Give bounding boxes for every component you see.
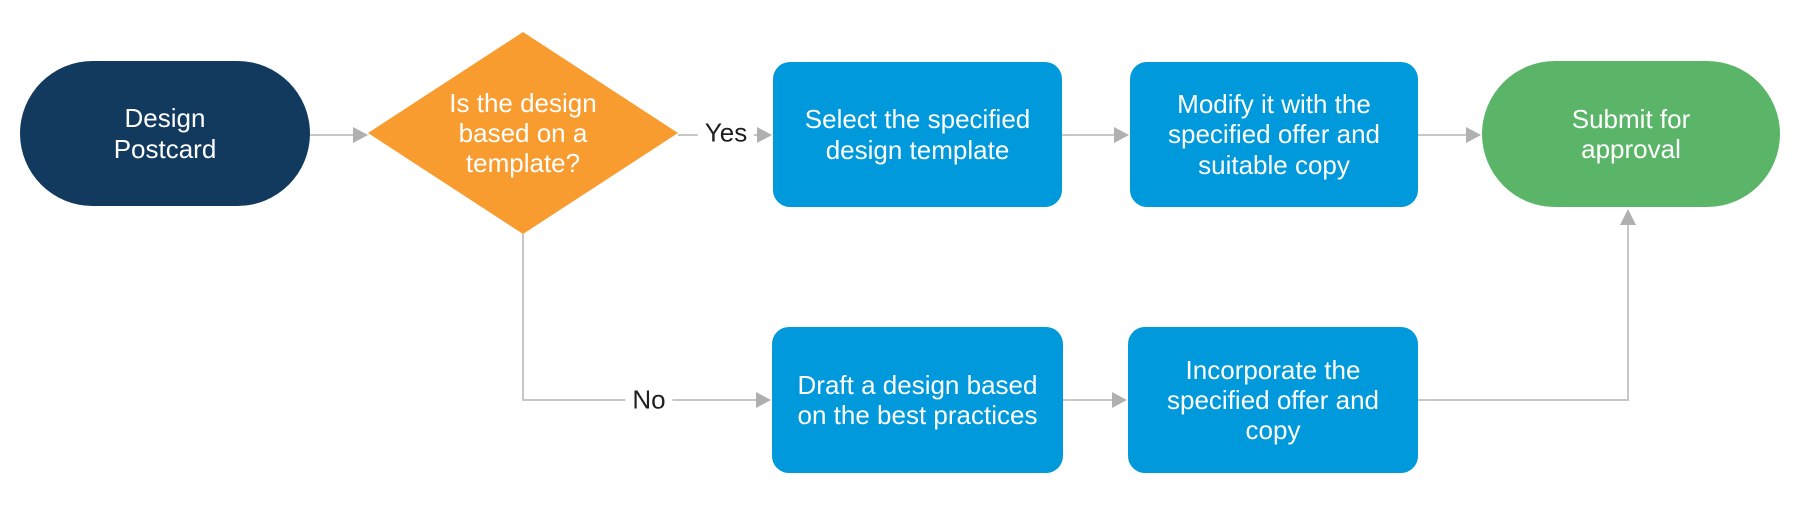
node-label: Modify it with the specified offer and s… [1168,89,1380,180]
process-node-select-template: Select the specified design template [773,62,1062,207]
end-node-submit-approval: Submit for approval [1482,61,1780,207]
process-node-modify-offer: Modify it with the specified offer and s… [1130,62,1418,207]
node-label: Submit for approval [1571,103,1691,164]
arrowhead-icon [1466,127,1481,143]
edge-decision-to-draft-no [522,234,756,401]
edge-label-yes: Yes [697,117,755,149]
arrowhead-icon [756,392,771,408]
node-label: Draft a design based on the best practic… [797,369,1038,430]
edge-label-no: No [625,384,673,416]
arrowhead-icon [1112,392,1127,408]
node-label: Design Postcard [113,103,217,164]
arrowhead-icon [353,127,368,143]
node-label: Is the design based on a template? [449,87,597,179]
process-node-draft-design: Draft a design based on the best practic… [772,327,1063,473]
node-label: Select the specified design template [804,104,1031,165]
arrowhead-icon [1114,127,1129,143]
arrowhead-icon [1620,209,1636,225]
process-node-incorporate-offer: Incorporate the specified offer and copy [1128,327,1418,473]
node-label: Incorporate the specified offer and copy [1167,354,1379,446]
edge-incorporate-to-submit [1418,225,1629,401]
arrowhead-icon [757,127,772,143]
start-node-design-postcard: Design Postcard [20,61,310,206]
